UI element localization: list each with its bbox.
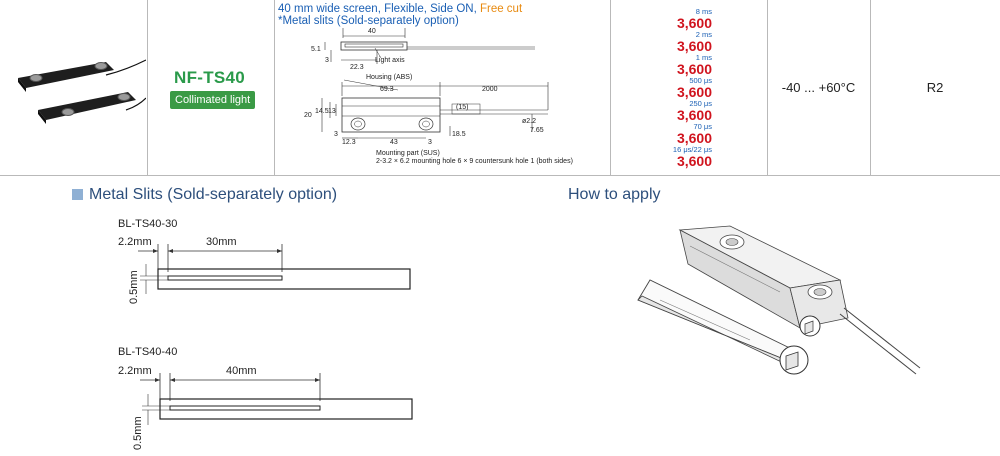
spec-subtitle: *Metal slits (Sold-separately option): [278, 15, 459, 27]
table-bottom-border: [0, 175, 1000, 176]
slit-2-length: 40mm: [226, 365, 257, 377]
response-label: 500 μs: [689, 76, 712, 85]
slit-1-drawing: [138, 244, 411, 294]
response-value: 3,600: [676, 153, 712, 169]
dim-3-right: 3: [428, 139, 432, 146]
slit-2-offset: 2.2mm: [118, 365, 152, 377]
dimension-drawing-top: [324, 28, 535, 64]
response-label: 8 ms: [695, 7, 712, 16]
dim-14-5: 14.5: [315, 108, 329, 115]
mounting-desc: 2-3.2 × 6.2 mounting hole 6 × 9 counters…: [376, 158, 573, 165]
light-axis-label: Light axis: [375, 57, 405, 64]
dim-20: 20: [304, 112, 312, 119]
response-item: 2 ms 3,600: [620, 31, 712, 54]
dim-13: 13: [328, 108, 336, 115]
response-value: 3,600: [676, 130, 712, 146]
spec-title: 40 mm wide screen, Flexible, Side ON, Fr…: [278, 3, 522, 15]
slit-1-offset: 2.2mm: [118, 236, 152, 248]
dimension-drawing-bottom: [321, 79, 549, 139]
col-divider-1: [147, 0, 148, 175]
dim-18-5: 18.5: [452, 131, 466, 138]
response-value: 3,600: [676, 38, 712, 54]
metal-slits-heading-text: Metal Slits (Sold-separately option): [89, 186, 338, 203]
how-to-apply-heading: How to apply: [568, 186, 661, 203]
dim-69-3: 69.3: [380, 86, 394, 93]
housing-label: Housing (ABS): [366, 74, 413, 81]
dim-40: 40: [368, 28, 376, 35]
model-name: NF-TS40: [174, 68, 246, 87]
dim-7-65: 7.65: [530, 127, 544, 134]
spec-title-free: Free cut: [479, 3, 523, 15]
col-divider-3: [610, 0, 611, 175]
response-item: 1 ms 3,600: [620, 54, 712, 77]
metal-slits-heading: Metal Slits (Sold-separately option): [72, 186, 337, 204]
dim-2000: 2000: [482, 86, 498, 93]
response-label: 2 ms: [695, 30, 712, 39]
dim-22-3: 22.3: [350, 64, 364, 71]
response-label: 70 μs: [693, 122, 713, 131]
response-label: 16 μs/22 μs: [672, 145, 712, 154]
temperature-range: -40 ... +60°C: [781, 80, 856, 95]
mounting-label: Mounting part (SUS): [376, 150, 440, 157]
response-item: 8 ms 3,600: [620, 8, 712, 31]
response-item: 16 μs/22 μs 3,600: [620, 146, 712, 169]
col-divider-2: [274, 0, 275, 175]
response-time-list: 8 ms 3,600 2 ms 3,600 1 ms 3,600 500 μs …: [620, 8, 712, 169]
collimated-light-badge: Collimated light: [170, 91, 256, 109]
response-item: 250 μs 3,600: [620, 100, 712, 123]
dim-5-1: 5.1: [311, 46, 321, 53]
rank-value: R2: [926, 80, 944, 95]
dim-43: 43: [390, 139, 398, 146]
col-divider-4: [767, 0, 768, 175]
dim-3: 3: [325, 57, 329, 64]
response-item: 500 μs 3,600: [620, 77, 712, 100]
slit-2-drawing: [140, 373, 413, 425]
response-item: 70 μs 3,600: [620, 123, 712, 146]
response-value: 3,600: [676, 15, 712, 31]
col-divider-5: [870, 0, 871, 175]
response-label: 250 μs: [689, 99, 712, 108]
how-to-apply-illustration: [637, 225, 921, 375]
slit-2-name: BL-TS40-40: [118, 346, 178, 358]
response-value: 3,600: [676, 107, 712, 123]
square-bullet-icon: [72, 189, 83, 200]
dim-15: (15): [456, 104, 469, 111]
slit-1-length: 30mm: [206, 236, 237, 248]
dim-3-left: 3: [334, 131, 338, 138]
spec-title-main: 40 mm wide screen, Flexible, Side ON,: [278, 3, 480, 15]
response-label: 1 ms: [695, 53, 712, 62]
slit-1-name: BL-TS40-30: [118, 218, 178, 230]
response-value: 3,600: [676, 61, 712, 77]
dim-12-3: 12.3: [342, 139, 356, 146]
dim-2-2: ø2.2: [522, 118, 537, 125]
response-value: 3,600: [676, 84, 712, 100]
product-photo: [18, 59, 146, 124]
